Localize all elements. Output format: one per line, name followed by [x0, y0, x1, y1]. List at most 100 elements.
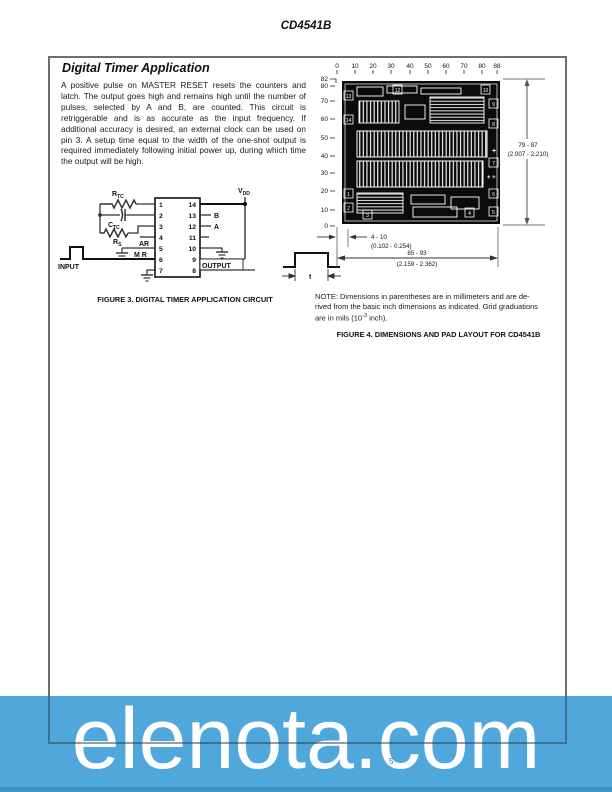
watermark-banner: elenota.com [0, 691, 612, 792]
svg-text:6: 6 [492, 192, 495, 198]
svg-text:9: 9 [492, 102, 495, 108]
svg-text:6: 6 [159, 257, 163, 264]
svg-text:10: 10 [188, 246, 196, 253]
y-axis-scale: 82 80 70 60 50 40 30 20 10 0 [321, 76, 337, 230]
output-waveform [283, 252, 340, 268]
input-waveform [60, 246, 155, 260]
svg-text:85 - 93: 85 - 93 [407, 250, 427, 257]
note-line3: are in mils (10-3 inch). [315, 312, 388, 323]
svg-text:70: 70 [321, 98, 329, 105]
svg-text:(2.007 - 2.210): (2.007 - 2.210) [508, 151, 549, 158]
alignment-mark-plus: + [492, 148, 496, 155]
svg-text:4: 4 [159, 235, 163, 242]
figure3-caption: FIGURE 3. DIGITAL TIMER APPLICATION CIRC… [97, 295, 273, 304]
svg-text:(2.159 - 2.362): (2.159 - 2.362) [397, 261, 438, 268]
svg-text:79 - 87: 79 - 87 [518, 142, 538, 149]
ctc-capacitor [100, 208, 155, 222]
rs-resistor [99, 215, 155, 239]
bond-pads: 13 14 1 2 3 4 5 6 7 8 9 [343, 84, 499, 220]
svg-text:20: 20 [369, 63, 377, 70]
t-label: t [309, 274, 312, 281]
alignment-mark-plus-double: + + [487, 175, 496, 181]
svg-text:5: 5 [159, 246, 163, 253]
svg-text:1: 1 [159, 202, 163, 209]
svg-text:12: 12 [395, 88, 401, 94]
svg-text:14: 14 [188, 202, 196, 209]
svg-text:5: 5 [492, 210, 495, 216]
a-label: A [214, 224, 219, 231]
svg-text:40: 40 [406, 63, 414, 70]
svg-text:0: 0 [324, 223, 328, 230]
die-photo: 13 14 1 2 3 4 5 6 7 8 9 [342, 81, 500, 224]
svg-text:10: 10 [351, 63, 359, 70]
svg-text:14: 14 [346, 118, 352, 124]
svg-text:11: 11 [189, 235, 196, 242]
ar-label: AR [139, 241, 149, 248]
svg-text:60: 60 [442, 63, 450, 70]
note-line1: NOTE: Dimensions in parentheses are in m… [315, 292, 530, 301]
svg-text:7: 7 [492, 161, 495, 167]
mr-label: M R [134, 252, 147, 259]
rs-label: RS [113, 239, 122, 248]
ctc-label: CTC [108, 222, 120, 231]
svg-text:70: 70 [460, 63, 468, 70]
svg-text:80: 80 [321, 83, 329, 90]
section-body-text: A positive pulse on MASTER RESET resets … [61, 80, 306, 167]
ic-pins-right: 14 13 12 11 10 9 8 [188, 202, 196, 275]
svg-text:7: 7 [159, 268, 163, 275]
svg-text:13: 13 [188, 213, 196, 220]
svg-text:0: 0 [335, 63, 339, 70]
svg-text:40: 40 [321, 153, 329, 160]
watermark-text: elenota.com [71, 690, 541, 787]
rtc-label: RTC [112, 191, 124, 200]
svg-text:8: 8 [492, 122, 495, 128]
svg-text:3: 3 [366, 213, 369, 219]
width-dimension: 85 - 93 (2.159 - 2.362) [337, 227, 499, 268]
svg-text:4: 4 [468, 211, 471, 217]
svg-text:10: 10 [321, 207, 329, 214]
x-axis-scale: 0 10 20 30 40 50 60 70 80 88 [335, 63, 501, 74]
svg-text:2: 2 [159, 213, 163, 220]
input-label: INPUT [58, 264, 80, 271]
figure4-note: NOTE: Dimensions in parentheses are in m… [315, 292, 569, 323]
banner-bottom-strip [0, 787, 612, 792]
svg-text:4 - 10: 4 - 10 [371, 234, 387, 241]
svg-text:9: 9 [192, 257, 196, 264]
figure4-caption: FIGURE 4. DIMENSIONS AND PAD LAYOUT FOR … [336, 330, 541, 339]
rtc-resistor [99, 198, 155, 215]
section-title: Digital Timer Application [62, 61, 210, 75]
page-number: 5 [389, 757, 394, 766]
svg-text:10: 10 [483, 88, 489, 94]
svg-text:13: 13 [346, 94, 352, 100]
vdd-junction-dot [242, 201, 248, 207]
svg-text:12: 12 [188, 224, 196, 231]
pin10-ground [200, 247, 228, 259]
page-title: CD4541B [280, 20, 332, 32]
note-line2: rived from the basic inch dimensions as … [315, 301, 539, 311]
svg-text:30: 30 [321, 170, 329, 177]
pad-margin-dimension: 4 - 10 (0.102 - 0.254) [317, 227, 412, 267]
svg-text:82: 82 [321, 76, 329, 83]
svg-text:88: 88 [493, 63, 501, 70]
pin7-ground [141, 269, 155, 282]
svg-text:2: 2 [347, 206, 350, 212]
svg-text:1: 1 [347, 192, 350, 198]
figure4-pad-layout: 0 10 20 30 40 50 60 70 80 88 82 80 70 60 [317, 63, 549, 268]
figure3-circuit-diagram: 1 2 3 4 5 6 7 14 13 12 11 10 9 8 RTC [58, 188, 341, 282]
output-label: OUTPUT [202, 263, 232, 270]
vdd-label: VDD [238, 188, 250, 197]
svg-text:8: 8 [192, 268, 196, 275]
svg-text:50: 50 [424, 63, 432, 70]
svg-text:30: 30 [387, 63, 395, 70]
svg-text:80: 80 [478, 63, 486, 70]
svg-text:50: 50 [321, 135, 329, 142]
svg-text:60: 60 [321, 116, 329, 123]
content-frame-under-banner [48, 696, 567, 744]
height-dimension: 79 - 87 (2.007 - 2.210) [503, 78, 549, 226]
t-width-arrows [282, 269, 341, 281]
ic-pins-left: 1 2 3 4 5 6 7 [159, 202, 163, 275]
b-label: B [214, 213, 219, 220]
svg-text:3: 3 [159, 224, 163, 231]
svg-text:20: 20 [321, 188, 329, 195]
